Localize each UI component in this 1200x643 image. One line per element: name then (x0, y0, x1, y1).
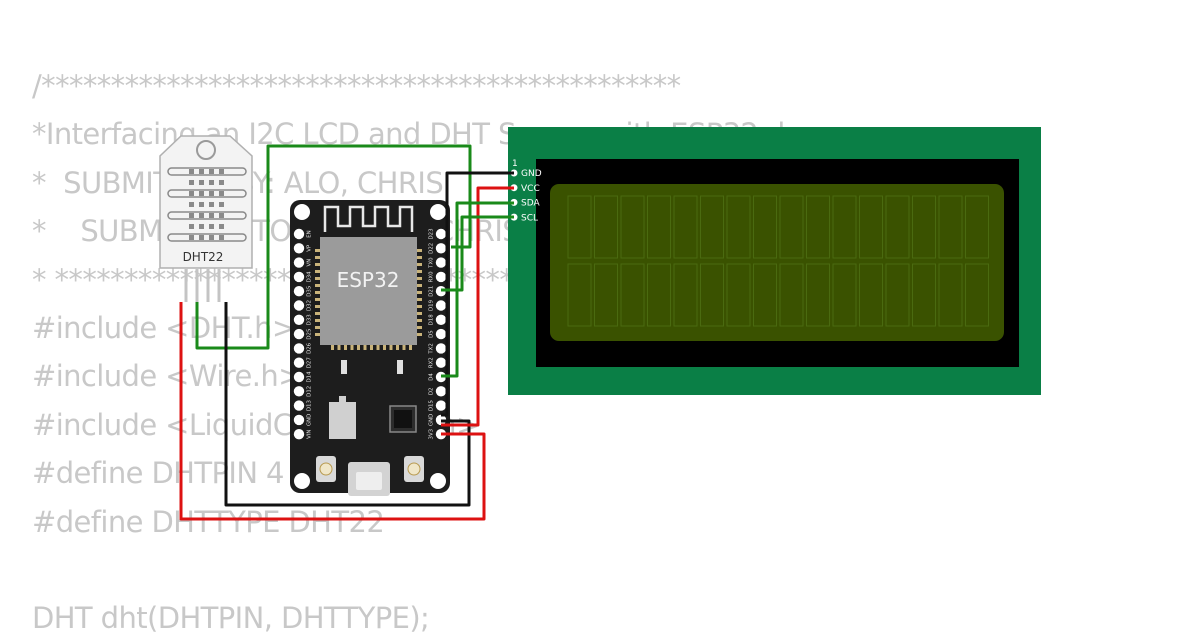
pin-label: D25 (307, 329, 313, 340)
pin-label: D13 (307, 400, 313, 411)
esp32-pin-rx0[interactable]: RX0 (429, 271, 447, 282)
pin-label: GND (307, 414, 313, 426)
esp32-pin-d32[interactable]: D32 (293, 300, 313, 311)
esp32-pin-d22[interactable]: D22 (429, 243, 447, 254)
wire-dht-data-to-d4[interactable] (195, 144, 472, 350)
esp32-pin-d15[interactable]: D15 (429, 400, 447, 411)
pin-label: D33 (307, 314, 313, 325)
pin-label: D34 (307, 271, 313, 283)
pin-label: D35 (307, 286, 313, 297)
lcd-pin-label: VCC (521, 184, 540, 194)
code-line: #include <Wire.h> (32, 359, 302, 394)
lcd-pin1-marker: 1 (512, 159, 518, 169)
esp32-chip-label: ESP32 (337, 268, 400, 292)
esp32-pin-d26[interactable]: D26 (293, 342, 313, 354)
pin-label: D2 (429, 388, 435, 396)
pin-label: D26 (307, 342, 313, 354)
dht22-sensor[interactable]: DHT22 (159, 135, 253, 302)
pin-label: GND (429, 414, 435, 426)
esp32-pin-rx2[interactable]: RX2 (429, 357, 447, 368)
dht22-label: DHT22 (183, 250, 224, 264)
esp32-module (320, 237, 417, 345)
pin-label: D22 (429, 243, 435, 254)
lcd-screen (550, 184, 1004, 341)
circuit-diagram: DHT22 ESP32 ENVPVND34D35D32D33D25D26D27D… (159, 127, 1041, 521)
smd-component (341, 360, 347, 374)
wire-lcd-scl-to-d22[interactable] (441, 215, 514, 292)
esp32-mount-hole (294, 473, 310, 489)
pin-label: VN (307, 259, 313, 267)
dht22-grille (167, 167, 247, 242)
dht22-mount-hole (196, 140, 216, 160)
esp32-pin-d35[interactable]: D35 (293, 286, 313, 297)
wifi-antenna (323, 205, 414, 232)
pin-label: D5 (429, 330, 435, 338)
pin-label: RX2 (429, 357, 435, 368)
esp32-pin-d18[interactable]: D18 (429, 314, 447, 326)
pin-label: D19 (429, 299, 435, 311)
esp32-pin-d13[interactable]: D13 (293, 400, 313, 411)
esp32-board[interactable]: ESP32 ENVPVND34D35D32D33D25D26D27D14D12D… (290, 200, 450, 496)
pin-label: 3V3 (429, 429, 435, 440)
pin-label: D23 (429, 228, 435, 239)
pin-label: D14 (307, 371, 313, 383)
wire-lcd-vcc[interactable] (441, 186, 514, 427)
smd-component (397, 360, 403, 374)
esp32-pin-d27[interactable]: D27 (293, 357, 313, 368)
esp32-mount-hole (294, 204, 310, 220)
esp32-pin-vin[interactable]: VIN (293, 429, 313, 440)
esp32-pin-en[interactable]: EN (293, 228, 313, 240)
esp32-pin-d12[interactable]: D12 (293, 386, 313, 397)
esp32-pin-tx2[interactable]: TX2 (429, 343, 447, 355)
pin-label: RX0 (429, 271, 435, 282)
en-button[interactable] (316, 456, 336, 482)
pin-label: TX2 (429, 343, 435, 354)
lcd-module[interactable]: 1 GND VCC SDA SCL (508, 127, 1041, 395)
pin-label: D21 (429, 286, 435, 297)
pin-label: VP (307, 244, 313, 252)
esp32-pin-tx0[interactable]: TX0 (429, 257, 447, 269)
esp32-pin-d14[interactable]: D14 (293, 371, 313, 383)
code-line: #define DHTTYPE DHT22 (32, 504, 385, 539)
wire-dht-gnd[interactable] (224, 302, 471, 507)
pin-label: TX0 (429, 257, 435, 269)
lcd-pin-label: SDA (521, 199, 540, 209)
esp32-pin-d19[interactable]: D19 (429, 299, 447, 311)
code-line: /***************************************… (32, 69, 681, 103)
pin-label: D27 (307, 357, 313, 368)
voltage-regulator (329, 402, 356, 439)
pin-label: D18 (429, 314, 435, 326)
wire-dht-vcc[interactable] (179, 302, 486, 521)
wire-lcd-gnd[interactable] (441, 171, 514, 417)
esp32-pin-vp[interactable]: VP (293, 243, 313, 254)
esp32-pin-d23[interactable]: D23 (429, 228, 447, 240)
pin-label: EN (307, 230, 313, 237)
esp32-pin-d33[interactable]: D33 (293, 314, 313, 325)
boot-button[interactable] (404, 456, 424, 482)
pin-label: D15 (429, 400, 435, 411)
esp32-pin-d5[interactable]: D5 (429, 328, 447, 340)
esp32-mount-hole (430, 204, 446, 220)
pin-label: D4 (429, 373, 435, 381)
esp32-mount-hole (430, 473, 446, 489)
pin-label: D12 (307, 386, 313, 397)
lcd-character-grid (567, 195, 989, 327)
code-line: #define DHTPIN 4 (32, 456, 285, 491)
esp32-pin-d25[interactable]: D25 (293, 329, 313, 340)
esp32-pin-gnd[interactable]: GND (293, 414, 313, 426)
esp32-pin-d34[interactable]: D34 (293, 271, 313, 283)
lcd-pin-label: SCL (521, 213, 538, 223)
esp32-pin-vn[interactable]: VN (293, 257, 313, 268)
esp32-pin-d2[interactable]: D2 (429, 386, 447, 397)
lcd-pin-label: GND (521, 169, 542, 179)
pin-label: D32 (307, 300, 313, 311)
pin-label: VIN (307, 430, 313, 439)
code-line: #include <DHT.h> (32, 310, 296, 345)
